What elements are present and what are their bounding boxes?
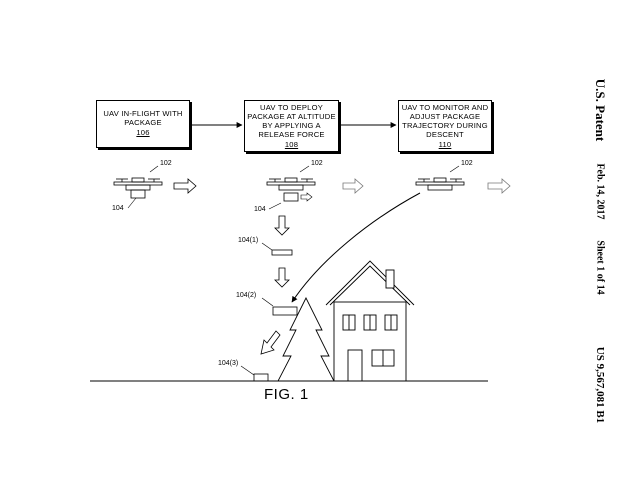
pkg-pos2-leader xyxy=(261,297,274,307)
header-date: Feb. 14, 2017 xyxy=(594,163,606,220)
label-uav3: 102 xyxy=(461,160,473,167)
label-pkg-pos1: 104(1) xyxy=(238,237,259,244)
uav-1-illustration xyxy=(113,177,163,199)
pkg-pos1-leader xyxy=(261,242,273,251)
uav-3-illustration xyxy=(415,177,465,191)
header-number: US 9,567,081 B1 xyxy=(594,346,606,424)
label-pkg1: 104 xyxy=(112,205,124,212)
uav2-leader xyxy=(299,165,310,173)
label-uav1: 102 xyxy=(160,160,172,167)
step-106-box: UAV IN-FLIGHT WITH PACKAGE 106 xyxy=(96,100,190,148)
step-108-ref: 108 xyxy=(284,140,299,149)
hollow-arrow-down-1 xyxy=(274,215,290,236)
pkg2-leader xyxy=(268,202,282,210)
hollow-arrow-2 xyxy=(342,178,364,194)
label-uav2: 102 xyxy=(311,160,323,167)
uav3-leader xyxy=(449,165,460,173)
uav1-leader xyxy=(149,165,159,173)
label-pkg-pos2: 104(2) xyxy=(236,292,257,299)
step-106-ref: 106 xyxy=(136,128,150,137)
uav-2-illustration xyxy=(266,177,316,202)
label-pkg-pos3: 104(3) xyxy=(218,360,239,367)
header-sheet: Sheet 1 of 14 xyxy=(594,240,606,295)
hollow-arrow-down-2 xyxy=(274,267,290,288)
pkg1-leader xyxy=(127,197,137,209)
package-position-1 xyxy=(271,249,293,256)
step-108-box: UAV TO DEPLOY PACKAGE AT ALTITUDE BY APP… xyxy=(244,100,339,152)
step-106-text: UAV IN-FLIGHT WITH PACKAGE xyxy=(103,109,183,127)
hollow-arrow-diag xyxy=(260,330,281,355)
step-108-text: UAV TO DEPLOY PACKAGE AT ALTITUDE BY APP… xyxy=(247,103,336,139)
figure-caption: FIG. 1 xyxy=(264,386,309,403)
pkg-pos3-leader xyxy=(240,365,255,376)
label-pkg2: 104 xyxy=(254,206,266,213)
step-110-box: UAV TO MONITOR AND ADJUST PACKAGE TRAJEC… xyxy=(398,100,492,152)
trajectory-curve xyxy=(291,192,421,303)
hollow-arrow-1 xyxy=(173,178,197,194)
house-illustration xyxy=(325,260,415,382)
header-office: U.S. Patent xyxy=(593,78,608,142)
step-110-ref: 110 xyxy=(438,140,452,149)
tree-illustration xyxy=(277,296,335,382)
hollow-arrow-3 xyxy=(487,178,511,194)
package-position-3 xyxy=(253,373,269,382)
step-110-text: UAV TO MONITOR AND ADJUST PACKAGE TRAJEC… xyxy=(401,103,489,139)
package-position-2 xyxy=(272,306,298,316)
direction-arrows xyxy=(173,178,511,355)
